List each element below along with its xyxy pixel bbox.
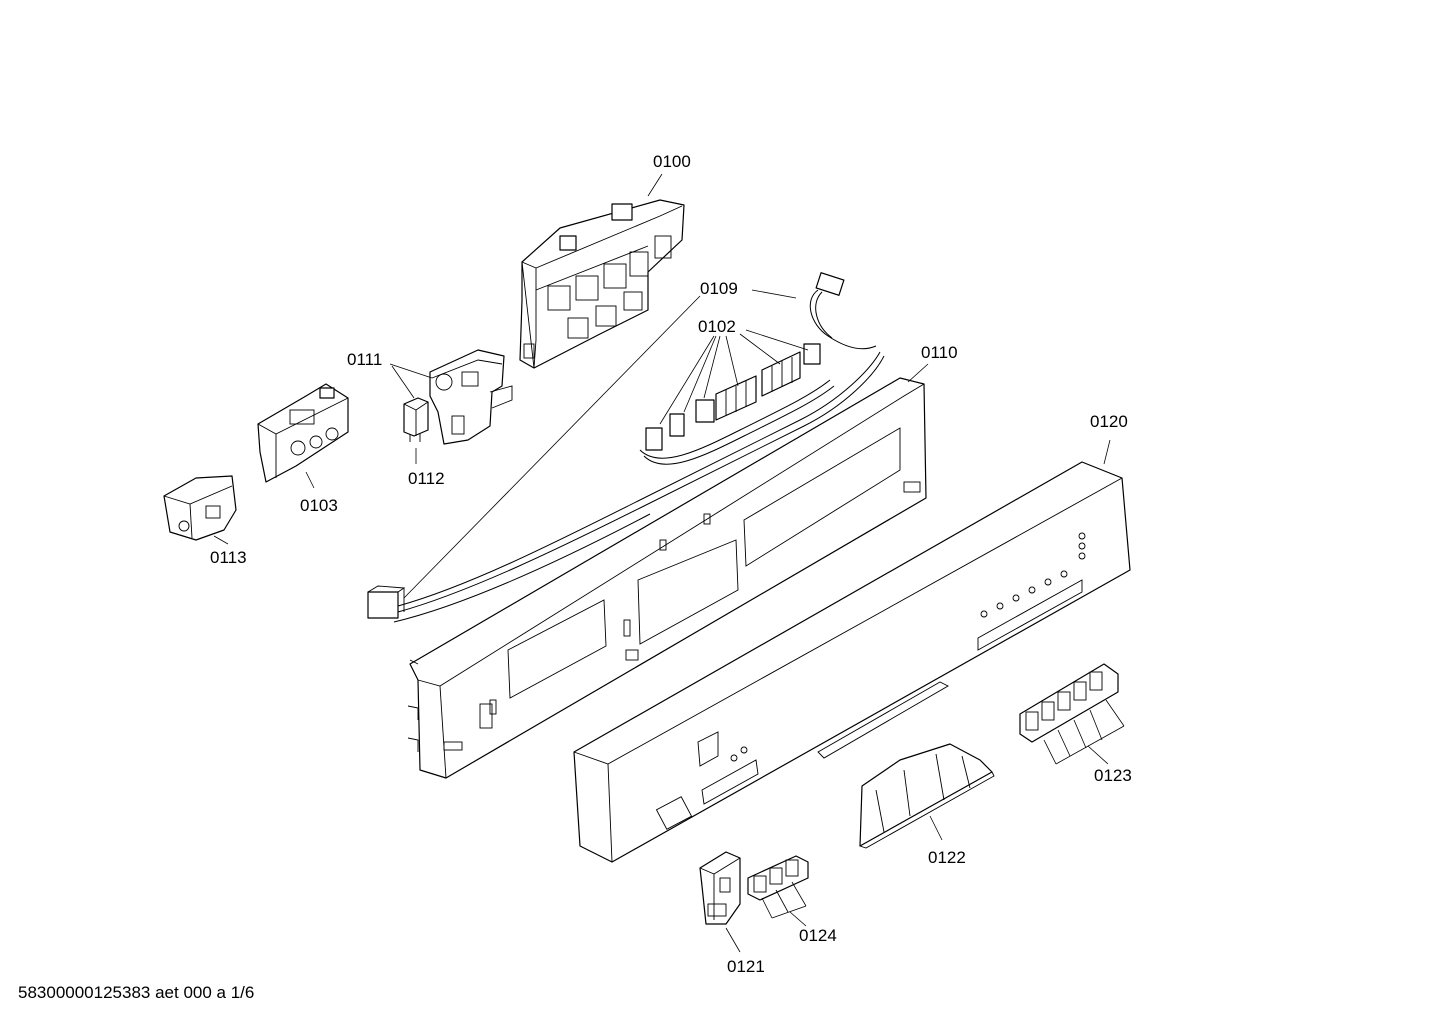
callout-labels: 0100 0109 0102 0110 0111 0112 0103 0113 … bbox=[210, 152, 1132, 976]
leader-lines bbox=[213, 173, 1125, 953]
callout-0109: 0109 bbox=[700, 279, 738, 298]
part-0103-switch-module bbox=[257, 383, 349, 483]
callout-0120: 0120 bbox=[1090, 412, 1128, 431]
part-0124-button-strip bbox=[747, 855, 809, 901]
part-0121-latch bbox=[699, 851, 741, 925]
part-0122-handle bbox=[859, 743, 995, 849]
callout-0124: 0124 bbox=[799, 926, 837, 945]
part-0111-pump-relay bbox=[429, 349, 513, 445]
part-0112-filter bbox=[403, 397, 429, 442]
callout-0122: 0122 bbox=[928, 848, 966, 867]
callout-0103: 0103 bbox=[300, 496, 338, 515]
callout-0112: 0112 bbox=[408, 469, 445, 488]
part-0123-button-strip bbox=[1019, 663, 1119, 743]
part-0102-connectors bbox=[639, 343, 835, 465]
callout-0111: 0111 bbox=[347, 350, 382, 369]
document-id: 58300000125383 aet 000 a 1/6 bbox=[18, 983, 254, 1002]
callout-0102: 0102 bbox=[698, 317, 736, 336]
callout-0113: 0113 bbox=[210, 548, 247, 567]
callout-0100: 0100 bbox=[653, 152, 691, 171]
callout-0123: 0123 bbox=[1094, 766, 1132, 785]
part-0120-front-panel bbox=[573, 461, 1131, 863]
part-0113-switch bbox=[163, 475, 237, 541]
part-0110-panel-frame bbox=[407, 377, 927, 779]
part-0100-control-module bbox=[519, 199, 685, 369]
part-0109-cable-harness bbox=[367, 272, 885, 623]
callout-0110: 0110 bbox=[921, 343, 958, 362]
callout-0121: 0121 bbox=[727, 957, 765, 976]
